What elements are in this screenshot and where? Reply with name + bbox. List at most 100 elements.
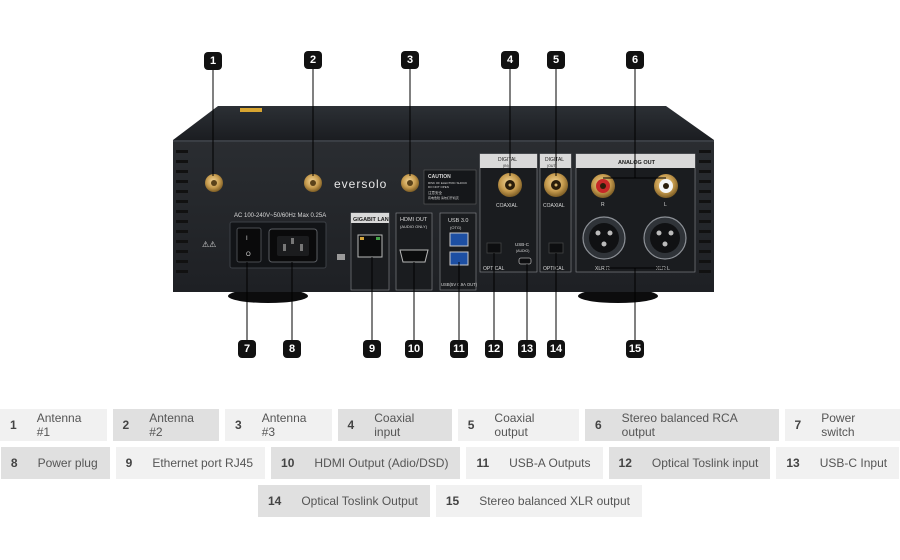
marker-10: 10 [405, 340, 423, 358]
chassis-top [173, 106, 714, 140]
legend-label: Antenna #2 [149, 411, 194, 439]
digital-in-sub-label: (IN) [503, 164, 509, 168]
antenna-1-port [205, 174, 223, 192]
marker-13: 13 [518, 340, 536, 358]
marker-5: 5 [547, 51, 565, 69]
marker-11: 11 [450, 340, 468, 358]
brand-logo: eversolo [334, 177, 387, 191]
callout-lines-top [212, 68, 666, 179]
legend-label: Antenna #1 [36, 411, 82, 439]
power-plug [268, 228, 318, 263]
legend-label: Coaxial input [374, 411, 415, 439]
marker-9: 9 [363, 340, 381, 358]
legend-label: Stereo balanced XLR output [479, 494, 630, 508]
marker-1: 1 [204, 52, 222, 70]
optical-input-port [486, 242, 502, 254]
optical-output-port [548, 242, 564, 254]
usb-a-port-1 [449, 232, 469, 247]
coaxial-out-label: COAXIAL [543, 203, 565, 209]
legend-label: HDMI Output (Adio/DSD) [314, 456, 449, 470]
rca-right-port [591, 174, 615, 198]
marker-3: 3 [401, 51, 419, 69]
legend-label: USB-A Outputs [509, 456, 591, 470]
legend-label: Optical Toslink Output [301, 494, 418, 508]
optical-out-label: OPTICAL [543, 266, 565, 272]
warning-symbols: ⚠⚠ [202, 240, 216, 249]
coaxial-in-label: COAXIAL [496, 203, 518, 209]
device-illustration: eversolo CAUTION RISK OF ELECTRIC SHOCK … [173, 68, 714, 340]
analog-out-label: ANALOG OUT [618, 160, 656, 166]
xlr-right-port [582, 216, 626, 260]
hdmi-port [399, 249, 429, 263]
caution-line1: RISK OF ELECTRIC SHOCK [428, 181, 467, 185]
caution-line4: 有电危险 请勿打开机壳 [428, 195, 459, 200]
legend-label: Optical Toslink input [651, 456, 759, 470]
top-accent [240, 108, 262, 112]
legend-label: Antenna #3 [261, 411, 307, 439]
digital-out-sub-label: (OUT) [547, 164, 557, 168]
legend-label: Ethernet port RJ45 [152, 456, 254, 470]
caution-line2: DO NOT OPEN [428, 185, 449, 189]
digital-out-label: DIGITAL [545, 157, 564, 163]
usbc-sub-label: (AUDIO) [516, 249, 529, 253]
legend-label: Power switch [821, 411, 856, 439]
usbc-label: USB-C [515, 242, 530, 247]
caution-title: CAUTION [428, 174, 451, 180]
ethernet-port [357, 234, 383, 258]
marker-7: 7 [238, 340, 256, 358]
digital-in-label: DIGITAL [498, 157, 517, 163]
xlr-left-port [643, 216, 687, 260]
usb-c-port [518, 257, 532, 265]
marker-4: 4 [501, 51, 519, 69]
device-diagram: eversolo CAUTION RISK OF ELECTRIC SHOCK … [173, 51, 714, 358]
hdmi-label: HDMI OUT [400, 217, 428, 223]
marker-6: 6 [626, 51, 644, 69]
marker-12: 12 [485, 340, 503, 358]
digital-in-panel [479, 153, 538, 273]
legend-label: USB-C Input [819, 456, 888, 470]
xlr-l-label: XLR L [656, 266, 670, 272]
xlr-r-label: XLR R [595, 266, 610, 272]
callout-lines-bottom [246, 253, 665, 340]
usb3-sub-label: (OTG) [450, 225, 462, 230]
antenna-2-port [304, 174, 322, 192]
legend-label: Coaxial output [494, 411, 535, 439]
rca-r-label: R [601, 202, 605, 208]
right-fins [699, 150, 711, 273]
coaxial-input-port [498, 173, 522, 197]
rca-left-port [654, 174, 678, 198]
caution-line3: 注意安全 [428, 190, 442, 195]
small-indicator [337, 254, 345, 260]
legend-label: Stereo balanced RCA output [621, 411, 738, 439]
marker-2: 2 [304, 51, 322, 69]
caution-label [423, 169, 477, 205]
marker-15: 15 [626, 340, 644, 358]
marker-8: 8 [283, 340, 301, 358]
coaxial-output-port [544, 173, 568, 197]
hdmi-sub-label: (AUDIO ONLY) [400, 224, 428, 229]
power-switch: I O [236, 227, 262, 263]
usb3-label: USB 3.0 [448, 218, 468, 224]
antenna-3-port [401, 174, 419, 192]
lan-label: GIGABIT LAN [353, 217, 389, 223]
right-foot [578, 289, 658, 303]
left-fins [176, 150, 188, 273]
marker-14: 14 [547, 340, 565, 358]
power-rating-label: AC 100-240V~50/60Hz Max 0.25A [234, 213, 326, 219]
